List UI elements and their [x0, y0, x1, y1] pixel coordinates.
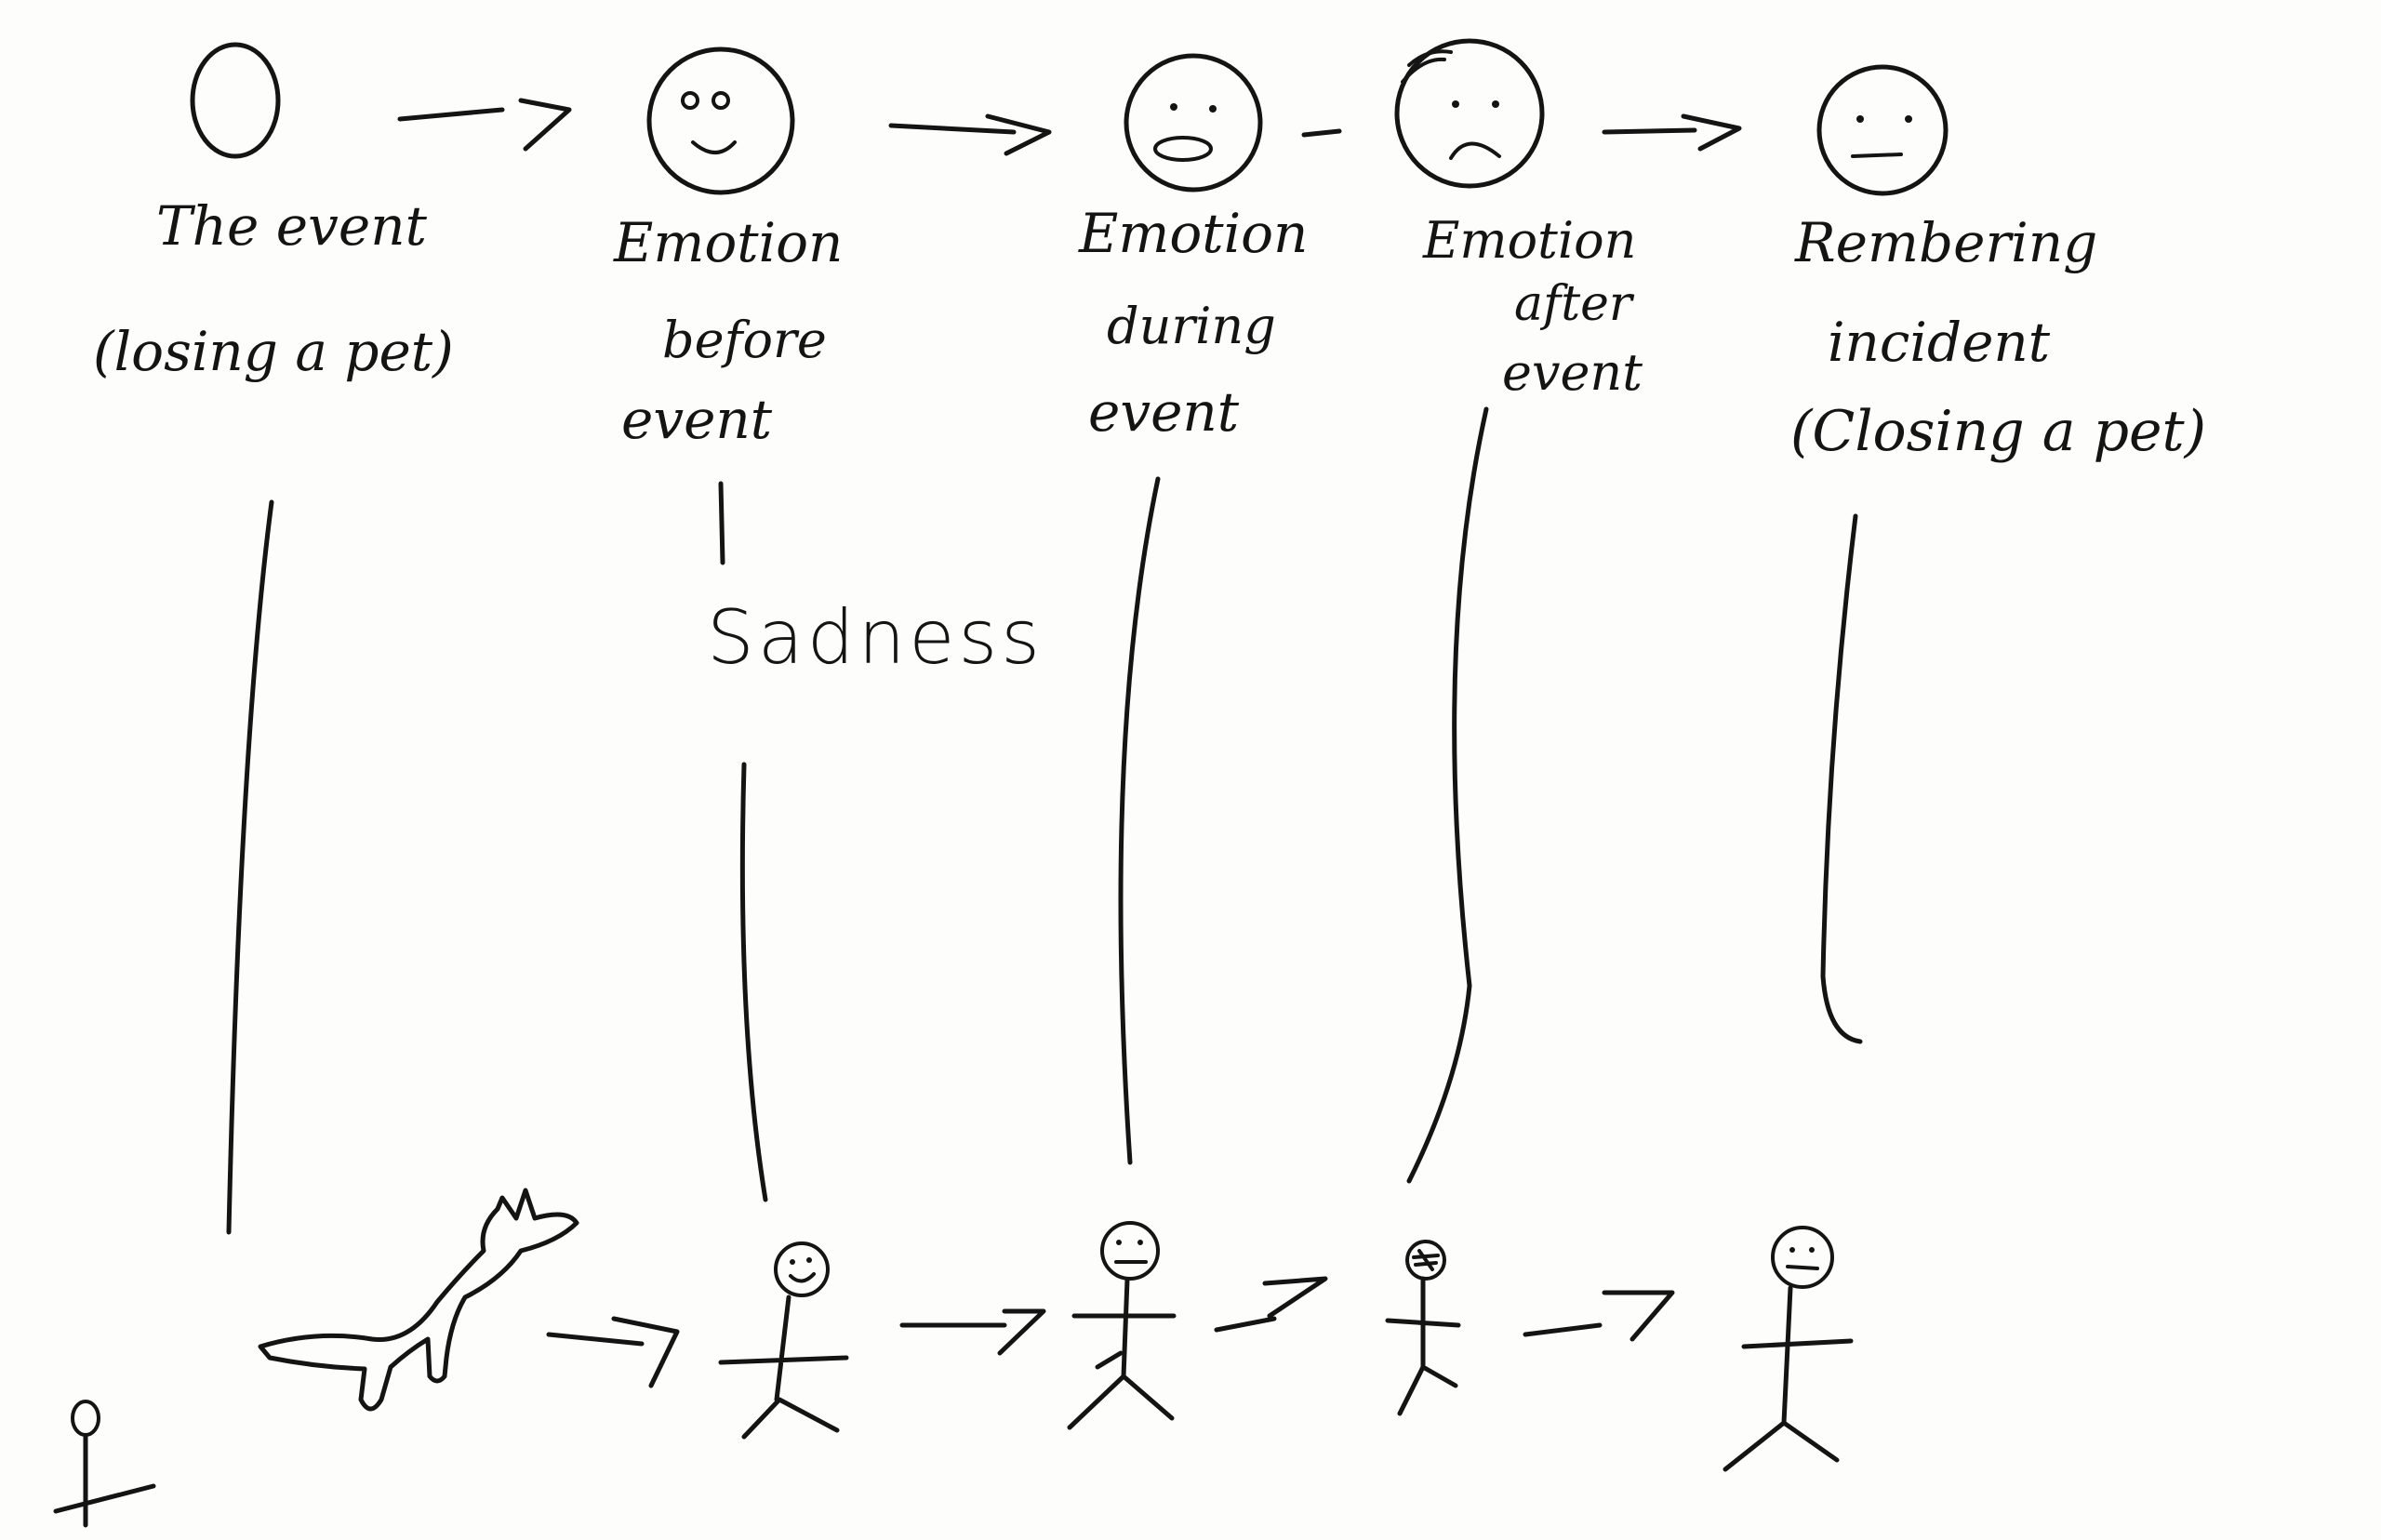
- timeline-line-before-bottom: [739, 762, 768, 1202]
- timeline-line-remember: [1820, 513, 1863, 1044]
- label-before-line2: before: [662, 311, 827, 369]
- label-remember-line2: incident: [1828, 311, 2051, 374]
- arrow-1: [397, 98, 572, 152]
- label-event-line1: The event: [156, 194, 427, 258]
- arrow-bottom-1: [546, 1316, 680, 1388]
- arrow-3: [1602, 113, 1742, 152]
- label-after-line3: event: [1502, 343, 1643, 402]
- arrow-bottom-3: [1214, 1276, 1328, 1333]
- arrow-bottom-2: [899, 1308, 1046, 1356]
- label-before-line1: Emotion: [614, 211, 844, 274]
- label-after-line2: after: [1514, 276, 1632, 332]
- label-during-line2: during: [1107, 297, 1276, 355]
- label-remember-line1: Rembering: [1795, 211, 2098, 274]
- label-sadness: Sadness: [707, 594, 1044, 681]
- stick-figure-scribbled: [1385, 1240, 1461, 1416]
- face-smiling: [646, 46, 795, 195]
- label-remember-line3: (Closing a pet): [1790, 399, 2207, 464]
- timeline-line-before-top: [718, 481, 725, 565]
- stick-figure-neutral-2: [1723, 1226, 1854, 1472]
- face-neutral: [1816, 64, 1949, 196]
- face-sad: [1394, 38, 1545, 189]
- stick-figure-smiling: [718, 1241, 849, 1440]
- face-blank: [190, 42, 281, 159]
- label-during-line3: event: [1088, 380, 1240, 444]
- timeline-line-after: [1406, 406, 1489, 1184]
- dog-drawing: [258, 1188, 579, 1412]
- label-during-line1: Emotion: [1079, 202, 1309, 265]
- label-before-line3: event: [621, 388, 773, 451]
- face-shocked: [1124, 53, 1263, 192]
- timeline-line-during: [1118, 476, 1161, 1165]
- label-event-line2: (losing a pet): [93, 320, 454, 383]
- timeline-line-event: [226, 499, 274, 1235]
- arrow-bottom-4: [1523, 1290, 1675, 1342]
- arrow-2: [888, 113, 1052, 156]
- stick-figure-corner: [53, 1400, 156, 1528]
- label-after-line1: Emotion: [1423, 211, 1637, 270]
- stick-figure-neutral-1: [1067, 1221, 1177, 1430]
- connector-dash: [1301, 128, 1342, 138]
